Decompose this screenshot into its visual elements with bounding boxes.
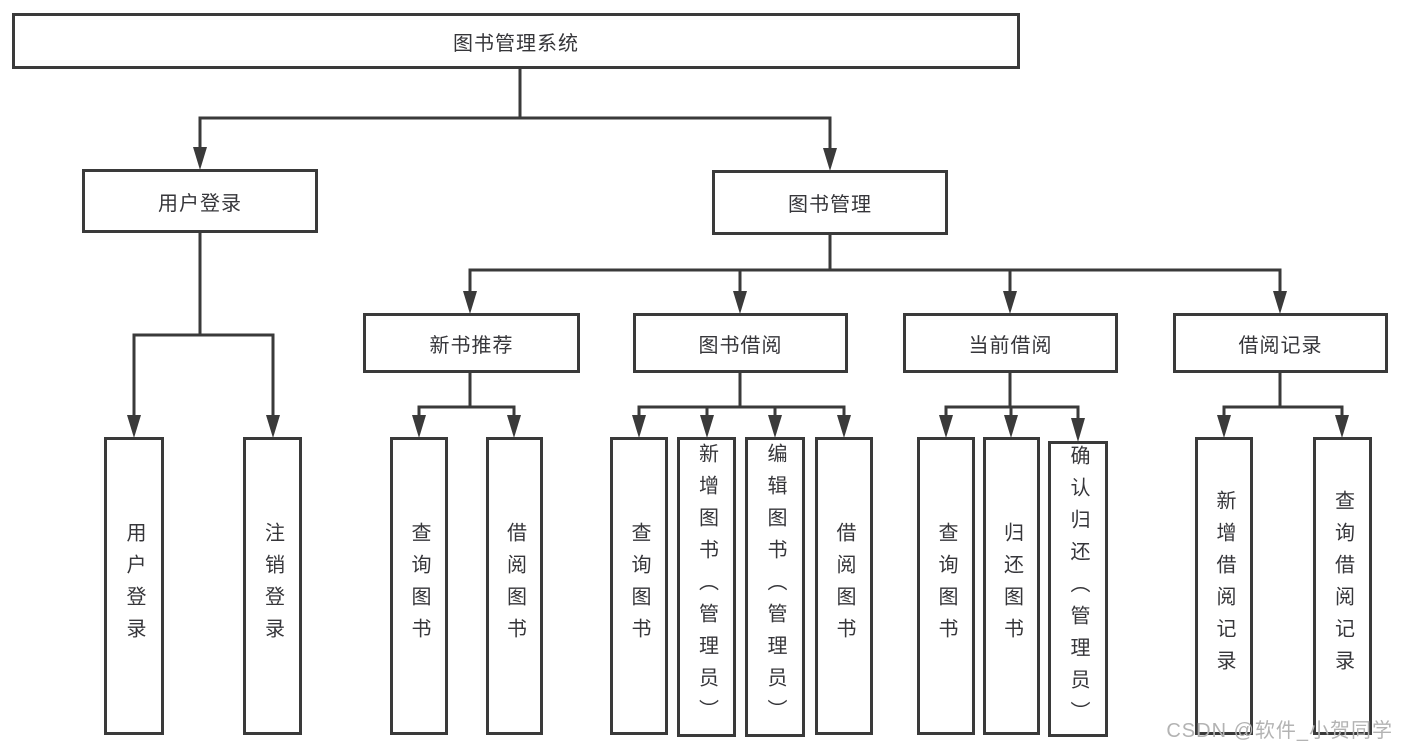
node-label: 图书管理系统	[453, 32, 579, 55]
node-label: 查询图书	[628, 522, 650, 650]
node-label: 图书管理	[788, 194, 872, 216]
arrowhead-icons	[127, 147, 1349, 442]
node-label: 确认归还（管理员）	[1067, 445, 1089, 733]
leaf-query-books-current: 查询图书	[917, 437, 975, 735]
leaf-borrow-books-recommend: 借阅图书	[486, 437, 543, 735]
node-label: 借阅记录	[1238, 334, 1323, 357]
node-book-management: 图书管理	[712, 170, 948, 235]
node-label: 注销登录	[261, 522, 284, 650]
leaf-add-borrow-record: 新增借阅记录	[1195, 437, 1253, 735]
leaf-return-books: 归还图书	[983, 437, 1040, 735]
node-label: 图书借阅	[698, 334, 783, 357]
node-label: 借阅图书	[833, 522, 855, 650]
leaf-query-borrow-record: 查询借阅记录	[1313, 437, 1372, 735]
node-label: 新增借阅记录	[1213, 490, 1235, 682]
node-label: 编辑图书（管理员）	[764, 443, 786, 731]
leaf-logout: 注销登录	[243, 437, 302, 735]
node-label: 查询借阅记录	[1331, 490, 1354, 682]
leaf-borrow-books: 借阅图书	[815, 437, 873, 735]
csdn-watermark: CSDN @软件_小贺同学	[1166, 720, 1393, 742]
node-label: 查询图书	[408, 522, 430, 650]
leaf-add-books-admin: 新增图书（管理员）	[677, 437, 736, 737]
node-book-borrowing: 图书借阅	[633, 313, 848, 373]
leaf-confirm-return-admin: 确认归还（管理员）	[1048, 441, 1108, 737]
leaf-user-login: 用户登录	[104, 437, 164, 735]
node-label: 当前借阅	[968, 334, 1053, 357]
node-label: 新增图书（管理员）	[695, 443, 718, 731]
node-label: 借阅图书	[503, 522, 526, 650]
leaf-edit-books-admin: 编辑图书（管理员）	[745, 437, 805, 737]
node-label: 用户登录	[158, 192, 242, 215]
leaf-query-books-recommend: 查询图书	[390, 437, 448, 735]
node-label: 归还图书	[1000, 522, 1023, 650]
leaf-query-books-borrowing: 查询图书	[610, 437, 668, 735]
node-current-borrowing: 当前借阅	[903, 313, 1118, 373]
node-label: 用户登录	[123, 522, 145, 650]
node-book-management-system: 图书管理系统	[12, 13, 1020, 69]
node-label: 新书推荐	[429, 334, 514, 357]
node-new-book-recommend: 新书推荐	[363, 313, 580, 373]
node-label: 查询图书	[935, 522, 957, 650]
node-borrowing-records: 借阅记录	[1173, 313, 1388, 373]
node-user-login: 用户登录	[82, 169, 318, 233]
